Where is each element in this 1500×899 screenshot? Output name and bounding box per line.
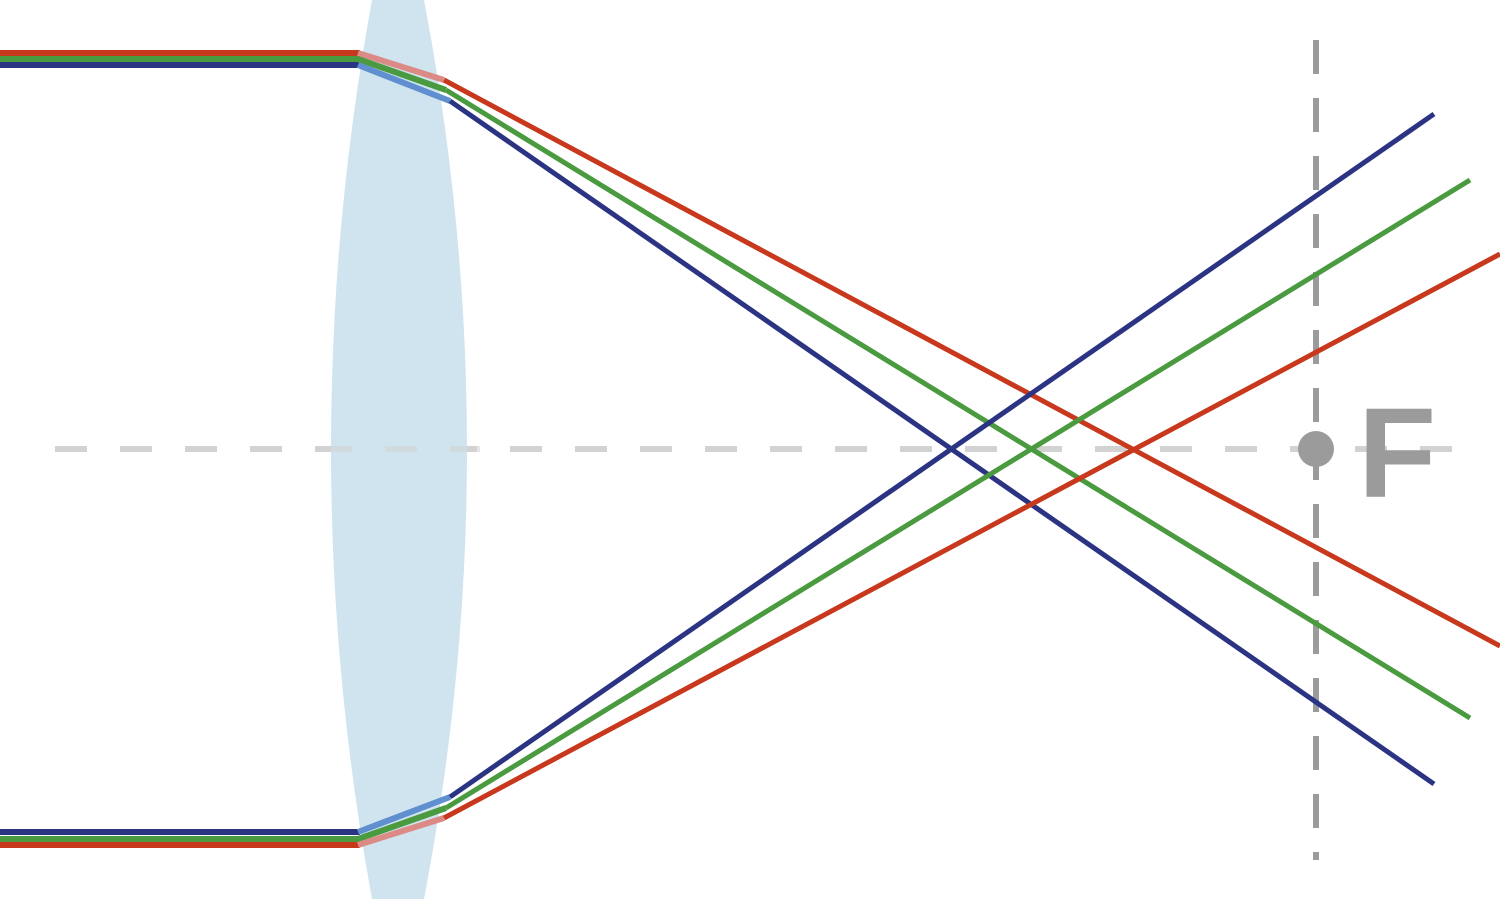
green-ray-top-refracted bbox=[444, 87, 1472, 721]
red-ray-bottom-inside-lens bbox=[357, 815, 445, 848]
focal-point-dot bbox=[1298, 431, 1334, 467]
blue-ray-bottom-inside-lens bbox=[356, 794, 452, 835]
green-ray-bottom-refracted bbox=[444, 177, 1472, 811]
green-ray-top-inside-lens bbox=[357, 56, 447, 93]
green-ray-bottom-inside-lens bbox=[357, 805, 447, 842]
blue-ray-top-refracted bbox=[448, 98, 1436, 787]
red-ray-top-inside-lens bbox=[357, 50, 445, 83]
blue-ray-bottom-refracted bbox=[448, 111, 1436, 800]
focal-point-label: F bbox=[1358, 382, 1436, 525]
red-ray-top-refracted bbox=[442, 77, 1500, 649]
red-ray-bottom-refracted bbox=[442, 251, 1500, 821]
blue-ray-top-inside-lens bbox=[356, 62, 452, 104]
